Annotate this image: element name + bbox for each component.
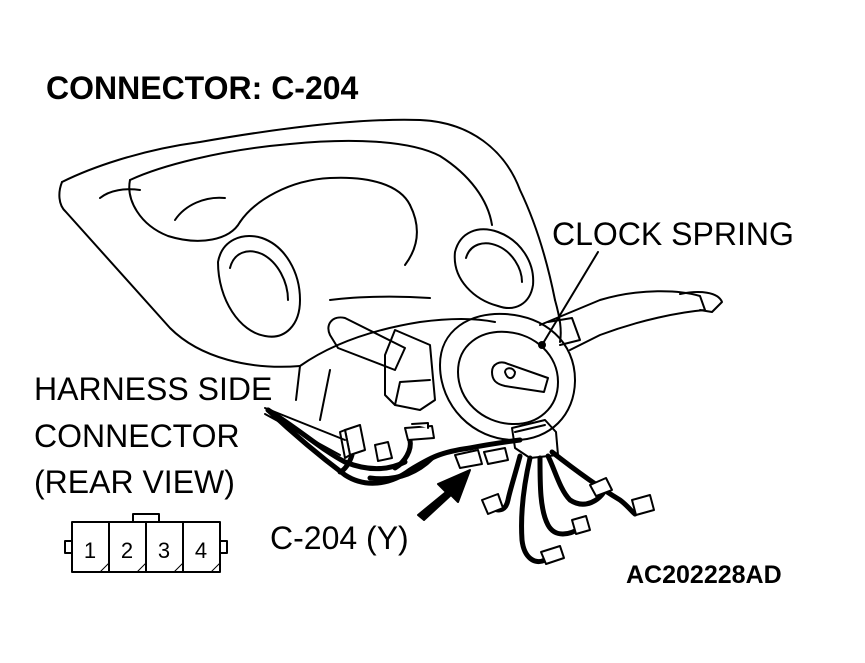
connector-pin-3: 3 <box>158 538 170 563</box>
wire-harness <box>265 407 638 565</box>
steering-column <box>327 290 723 459</box>
connector-pin-2: 2 <box>121 538 133 563</box>
connector-pin-1: 1 <box>84 538 96 563</box>
connector-face: 1 2 3 4 <box>64 513 228 573</box>
harness-label-line3: (REAR VIEW) <box>34 464 235 500</box>
connector-pin-4: 4 <box>195 538 207 563</box>
figure-code: AC202228AD <box>626 561 782 589</box>
c204-arrow <box>417 469 471 521</box>
diagram-title: CONNECTOR: C-204 <box>46 70 359 106</box>
harness-label-line2: CONNECTOR <box>34 418 240 454</box>
harness-connectors <box>339 422 655 565</box>
connector-callout-label: C-204 (Y) <box>270 520 409 556</box>
clock-spring-leader-dot <box>538 341 546 349</box>
clock-spring-leader <box>541 251 599 346</box>
clock-spring-label: CLOCK SPRING <box>552 216 794 252</box>
harness-label-line1: HARNESS SIDE <box>34 371 273 407</box>
harness-leader-lines <box>264 407 346 456</box>
